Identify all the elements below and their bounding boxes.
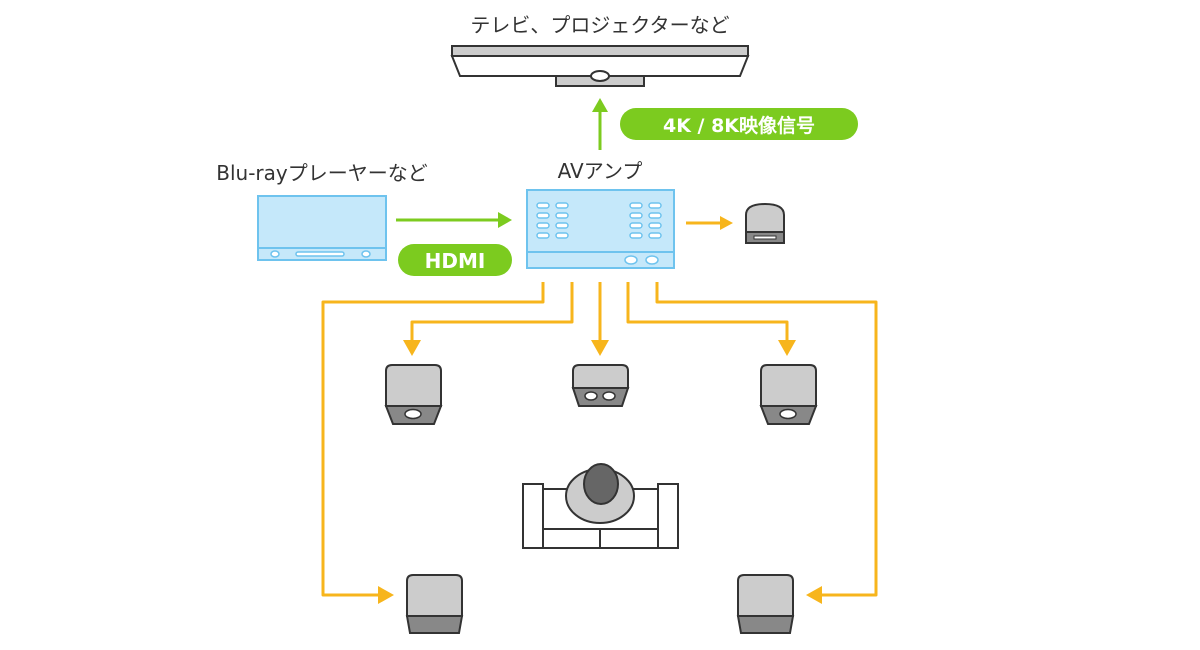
hdmi-arrow bbox=[396, 212, 512, 228]
listener-on-sofa bbox=[522, 463, 679, 549]
front-left-line bbox=[410, 282, 574, 342]
audio-lines bbox=[321, 282, 878, 597]
front-left-speaker bbox=[384, 364, 443, 425]
hdmi-label: HDMI bbox=[425, 249, 486, 273]
player-button-left bbox=[270, 250, 280, 258]
amp-knob-left bbox=[624, 255, 638, 265]
video-signal-arrow bbox=[592, 98, 608, 150]
blu-ray-player: Blu-rayプレーヤーなど bbox=[216, 161, 428, 261]
sofa-arm-right bbox=[657, 483, 679, 549]
audio-arrowheads bbox=[378, 340, 822, 604]
video-signal-label: 4K / 8K映像信号 bbox=[663, 114, 815, 137]
amp-knob-right bbox=[645, 255, 659, 265]
subwoofer bbox=[745, 202, 785, 244]
listener-head bbox=[583, 463, 619, 505]
hdmi-badge: HDMI bbox=[398, 244, 512, 276]
subwoofer-arrow bbox=[686, 216, 733, 230]
player-label: Blu-rayプレーヤーなど bbox=[216, 161, 427, 185]
display-device: テレビ、プロジェクターなど bbox=[450, 13, 750, 87]
video-signal-badge: 4K / 8K映像信号 bbox=[620, 108, 858, 140]
center-speaker bbox=[571, 364, 630, 407]
surround-left-speaker bbox=[405, 574, 464, 634]
amp-label: AVアンプ bbox=[558, 159, 643, 183]
surround-left-line bbox=[321, 282, 545, 597]
amp-front-panel bbox=[526, 251, 675, 269]
surround-right-speaker bbox=[736, 574, 795, 634]
av-amplifier: AVアンプ bbox=[526, 159, 675, 269]
surround-right-line bbox=[655, 282, 878, 597]
player-button-right bbox=[361, 250, 371, 258]
display-lens-icon bbox=[590, 70, 610, 82]
sofa-arm-left bbox=[522, 483, 544, 549]
front-right-speaker bbox=[759, 364, 818, 425]
front-right-line bbox=[626, 282, 789, 342]
display-top-bar bbox=[451, 45, 749, 57]
display-body bbox=[450, 55, 750, 77]
amp-body bbox=[526, 189, 675, 253]
amp-button-grid-left bbox=[536, 202, 569, 239]
player-disc-slot bbox=[295, 251, 345, 257]
amp-button-grid-right bbox=[629, 202, 662, 239]
display-label: テレビ、プロジェクターなど bbox=[470, 13, 729, 37]
player-body bbox=[257, 195, 387, 249]
